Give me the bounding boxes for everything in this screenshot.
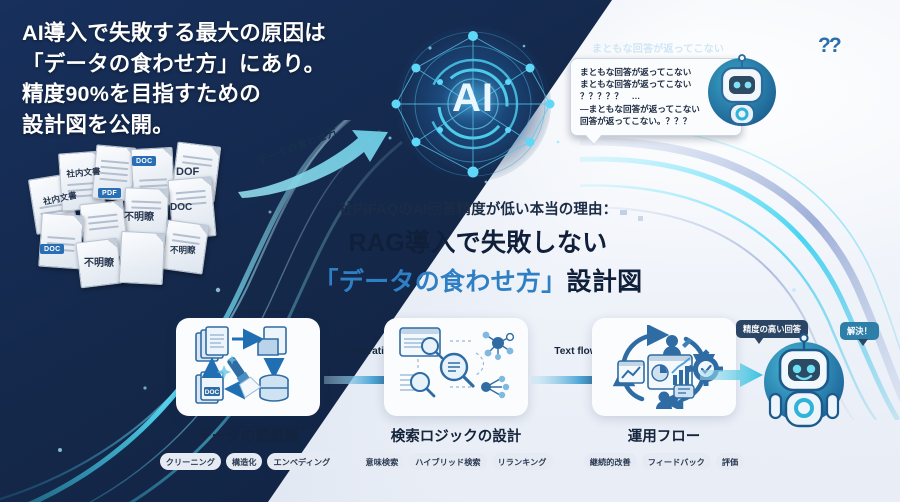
ai-orb-label: AI — [452, 76, 494, 120]
result-bubble-primary: 精度の高い回答 — [736, 320, 809, 344]
flow-step-tags: クリーニング 構造化 エンベディング — [159, 453, 337, 470]
flow-tag[interactable]: 構造化 — [225, 453, 263, 470]
flow-step-preprocessing[interactable]: DOC データの前処理 クリーニング 構造化 エンベディング — [159, 318, 337, 470]
ai-orb: AI — [368, 22, 578, 187]
flow-tag[interactable]: ハイブリッド検索 — [409, 453, 487, 470]
data-feeding-arrow: データの食わせ方 — [236, 126, 396, 198]
flow-step-title: 検索ロジックの設計 — [390, 429, 522, 445]
doc-label: DOC — [170, 202, 193, 213]
happy-robot — [756, 332, 852, 436]
question-mark-glyph: ?? — [818, 34, 842, 57]
flow-step-card — [384, 318, 528, 416]
flow-tag[interactable]: エンベディング — [267, 453, 337, 470]
document-sheet — [118, 230, 166, 286]
chat-line: —まともな回答が返ってこない — [580, 103, 700, 114]
main-title: 社内FAQのAI回答精度が低い本当の理由： RAG導入で失敗しない 「データの食… — [268, 198, 688, 298]
svg-text:DOC: DOC — [205, 389, 220, 396]
main-title-line-2-rest: 設計図 — [566, 268, 643, 296]
doc-badge: PDF — [98, 188, 121, 198]
flow-tag[interactable]: 継続的改善 — [583, 453, 637, 470]
confused-robot-icon — [708, 54, 776, 126]
flow-step-operations[interactable]: 運用フロー 継続的改善 フィードバック 評価 — [583, 318, 745, 470]
chat-caption: まともな回答が返ってこない — [592, 44, 725, 55]
flow-step-search-logic[interactable]: 検索ロジックの設計 意味検索 ハイブリッド検索 リランキング — [359, 318, 553, 470]
flow-tag[interactable]: フィードバック — [641, 453, 711, 470]
headline-line-1: AI導入で失敗する最大の原因は — [22, 21, 327, 45]
documents-cleaning-database-icon: DOC — [195, 326, 289, 404]
headline-line-3: 精度90%を目指すための — [22, 82, 261, 107]
result-bubble-secondary: 解決！ — [840, 322, 879, 346]
flow-tag[interactable]: クリーニング — [159, 453, 221, 470]
headline: AI導入で失敗する最大の原因は 「データの食わせ方」にあり。 精度90%を目指す… — [22, 18, 392, 140]
flow-step-card: DOC — [176, 318, 320, 416]
doc-label: DOF — [176, 166, 200, 178]
confused-robot — [700, 48, 784, 132]
document-pile: 社内文書 社内文書 不明瞭 不明瞭 不明瞭 DOF DOC DOC PDF DO… — [24, 140, 254, 289]
doc-badge: DOC — [132, 156, 157, 166]
process-flow: DOC データの前処理 クリーニング 構造化 エンベディング — [159, 318, 745, 488]
flow-tag[interactable]: リランキング — [491, 453, 553, 470]
doc-badge: DOC — [40, 244, 65, 254]
main-title-line-1: RAG導入で失敗しない — [348, 229, 608, 257]
chat-line: ？？？？？ … — [580, 91, 641, 102]
flow-step-tags: 意味検索 ハイブリッド検索 リランキング — [359, 453, 553, 470]
curved-arrow-icon — [238, 130, 388, 198]
search-magnifier-network-icon — [399, 327, 515, 399]
main-title-line-2: 「データの食わせ方」設計図 — [268, 262, 688, 298]
ai-network-sphere-icon — [388, 26, 560, 184]
flow-step-tags: 継続的改善 フィードバック 評価 — [583, 453, 745, 470]
flow-connector-label: Text flow — [554, 346, 598, 357]
doc-label: 不明瞭 — [170, 245, 196, 255]
question-marks: ?? — [818, 34, 842, 58]
flow-step-title: 運用フロー — [627, 429, 701, 445]
main-title-subtitle: 社内FAQのAI回答精度が低い本当の理由： — [338, 202, 618, 218]
flow-connector-label: Generative — [342, 346, 396, 357]
final-arrow-icon — [700, 363, 763, 387]
flow-tag[interactable]: 評価 — [715, 453, 745, 470]
happy-robot-icon — [764, 333, 844, 428]
headline-line-2: 「データの食わせ方」にあり。 — [22, 51, 326, 76]
doc-label: 不明瞭 — [124, 212, 154, 223]
main-title-highlight: 「データの食わせ方」 — [313, 268, 567, 296]
chat-line: まともな回答が返ってこない — [580, 67, 692, 77]
dashboard-cycle-gear-icon — [612, 325, 723, 409]
flow-tag[interactable]: 意味検索 — [359, 453, 405, 470]
doc-label: 不明瞭 — [84, 258, 114, 269]
flow-step-card — [592, 318, 736, 416]
headline-line-4: 設計図を公開。 — [22, 112, 174, 137]
chat-line: まともな回答が返ってこない — [580, 79, 692, 90]
chat-line: 回答が返ってこない。？？？ — [580, 115, 692, 126]
flow-step-title: データの前処理 — [197, 429, 299, 445]
